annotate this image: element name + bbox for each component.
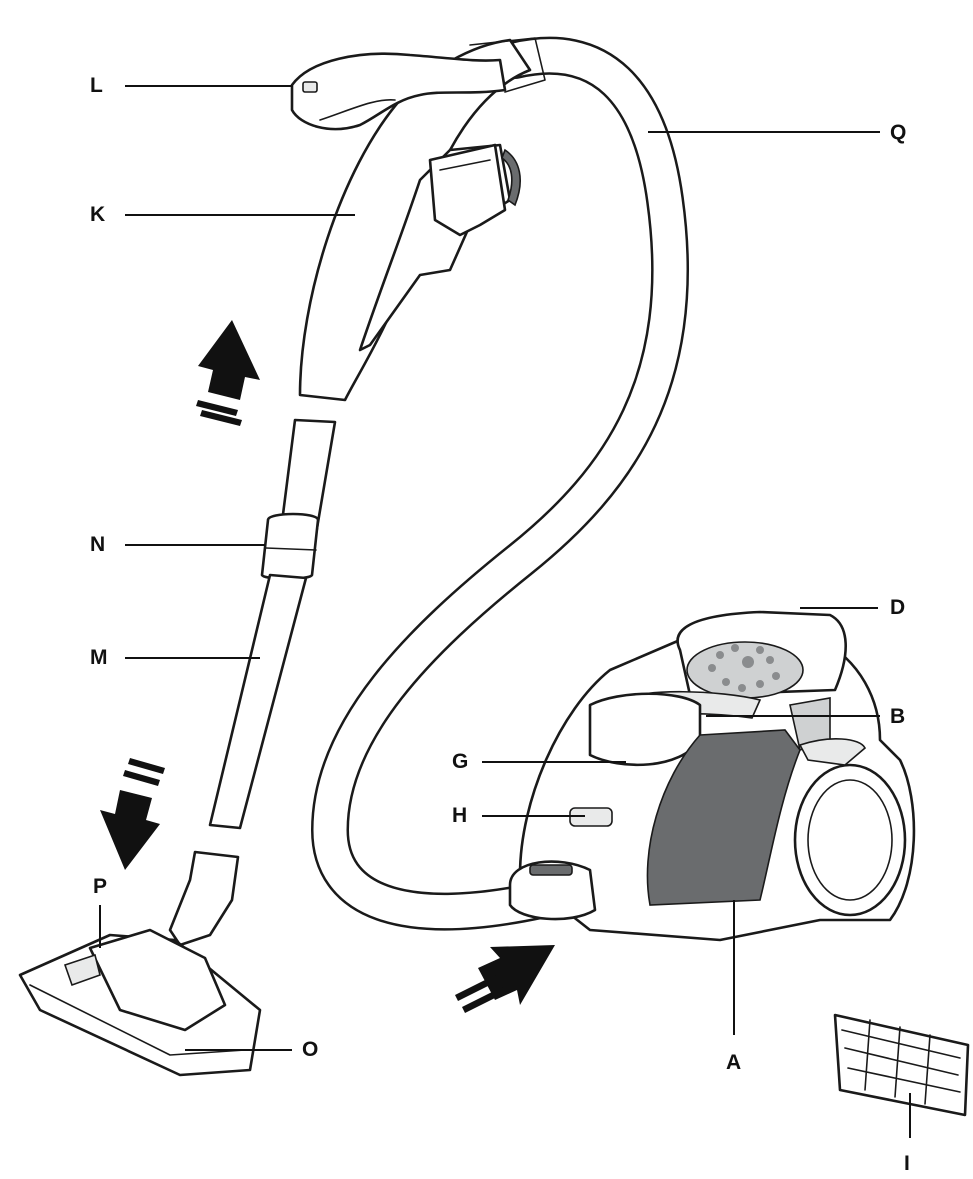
- cord-rewind-button: [798, 738, 866, 766]
- crevice-tool: [358, 143, 521, 352]
- grille-holes-icon: [708, 644, 780, 692]
- telescopic-tube: [208, 418, 337, 830]
- label-P: P: [93, 875, 107, 898]
- label-G: G: [452, 750, 468, 773]
- rear-wheel: [793, 763, 907, 917]
- callout-labels: L Q K N M D B G H P O A I: [90, 74, 910, 1175]
- label-N: N: [90, 533, 105, 556]
- tube-length-adjuster: [260, 512, 320, 581]
- label-L: L: [90, 74, 103, 97]
- suction-control-slider: [302, 81, 318, 93]
- carpet-floor-pedal: [63, 953, 101, 987]
- hose-inlet: [508, 860, 597, 921]
- pull-up-arrow-icon: [196, 320, 260, 426]
- dust-container: [588, 692, 702, 767]
- label-O: O: [302, 1038, 318, 1061]
- label-M: M: [90, 646, 108, 669]
- motor-filter: [833, 1013, 970, 1117]
- hose-lock-tab: [529, 864, 573, 876]
- floor-nozzle: [18, 850, 262, 1077]
- leader-lines: [99, 85, 911, 1138]
- label-I: I: [904, 1152, 910, 1175]
- label-K: K: [90, 203, 105, 226]
- insert-arrow-icon: [455, 945, 555, 1013]
- push-down-arrow-icon: [100, 758, 165, 870]
- vacuum-body: [508, 610, 916, 942]
- brush-bristles-icon: [501, 148, 521, 207]
- hose: [311, 36, 690, 931]
- label-D: D: [890, 596, 905, 619]
- label-B: B: [890, 705, 905, 728]
- label-A: A: [726, 1051, 741, 1074]
- label-Q: Q: [890, 121, 906, 144]
- label-H: H: [452, 804, 467, 827]
